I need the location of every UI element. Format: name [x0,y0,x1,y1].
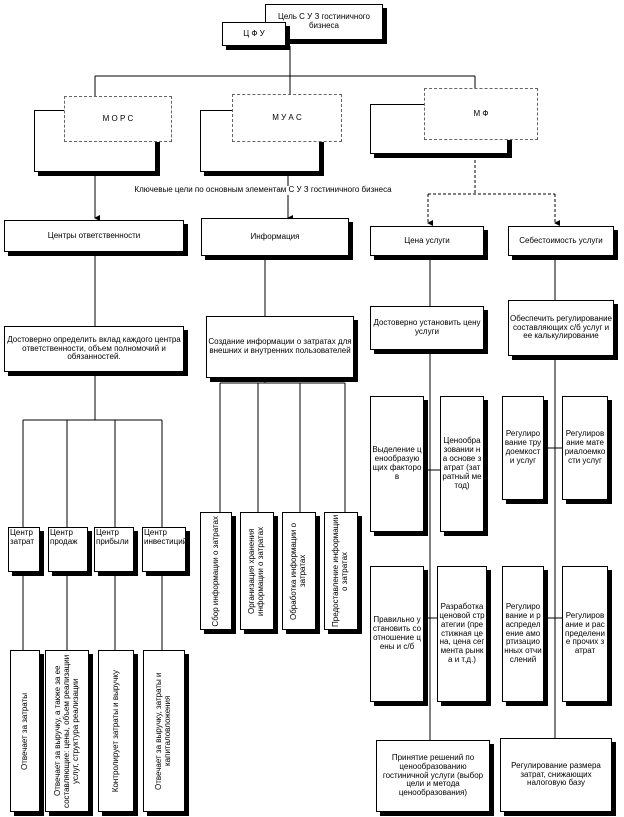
duty-profit: Контролирует затраты и выручку [98,650,134,812]
cost-tax-base: Регулирование размера затрат, снижающих … [500,738,612,812]
price-decisions: Принятие решений по ценообразованию гост… [376,740,490,812]
mors-label: М О Р С [102,113,134,123]
price-strategy: Разработка ценовой стратегии (престижная… [437,566,487,702]
task-storage: Организация хранения информации о затрат… [240,512,274,630]
header-information: Информация [201,218,349,256]
goal-price: Достоверно установить цену услуги [370,306,484,350]
cost-material: Регулирование материалоемкости услуг [562,396,608,500]
duty-investments: Отвечает за выручку, затраты и капиталов… [143,650,185,812]
mf-label: М Ф [473,108,489,118]
duty-costs: Отвечает за затраты [10,650,40,812]
center-profit: Центр прибыли [94,527,134,572]
price-cost-method: Ценообразовании на основе затрат (затрат… [440,396,484,532]
mors-label-box: М О Р С [64,96,172,142]
cfu-box: Ц Ф У [222,22,286,46]
header-service-price: Цена услуги [370,226,484,256]
key-goals-caption: Ключевые цели по основным элементам С У … [124,185,402,195]
task-processing: Обработка информации о затратах [282,512,316,630]
header-responsibility-centers: Центры ответственности [4,220,184,252]
goal-information: Создание информации о затратах для внешн… [206,316,354,378]
muas-label: М У А С [272,112,302,122]
task-collect: Сбор информации о затратах [200,512,232,630]
mf-label-box: М Ф [424,88,538,140]
header-service-cost: Себестоимость услуги [508,226,614,256]
muas-label-box: М У А С [232,94,342,142]
cost-other: Регулирование и распределение прочих зат… [562,566,608,702]
center-costs: Центр затрат [8,527,40,572]
cfu-label: Ц Ф У [243,28,265,38]
center-investments: Центр инвестиций [142,527,187,572]
task-provision: Предоставление информации о затратах [324,512,358,630]
goal-cost: Обеспечить регулирование составляющих с/… [508,300,614,356]
cost-labor: Регулирование трудоемкости услуг [502,396,544,500]
price-ratio: Правильно установить соотношение цены и … [370,566,424,702]
price-factors: Выделение ценообразующих факторов [370,396,424,532]
goal-responsibility: Достоверно определить вклад каждого цент… [4,326,184,372]
cfu-goal-text: Цель С У З гостиничного бизнеса [278,12,370,30]
cost-depreciation: Регулирование и распределение амортизаци… [502,566,544,702]
center-sales: Центр продаж [48,527,88,572]
duty-sales: Отвечает за выручку, а также за ее соста… [45,650,89,812]
